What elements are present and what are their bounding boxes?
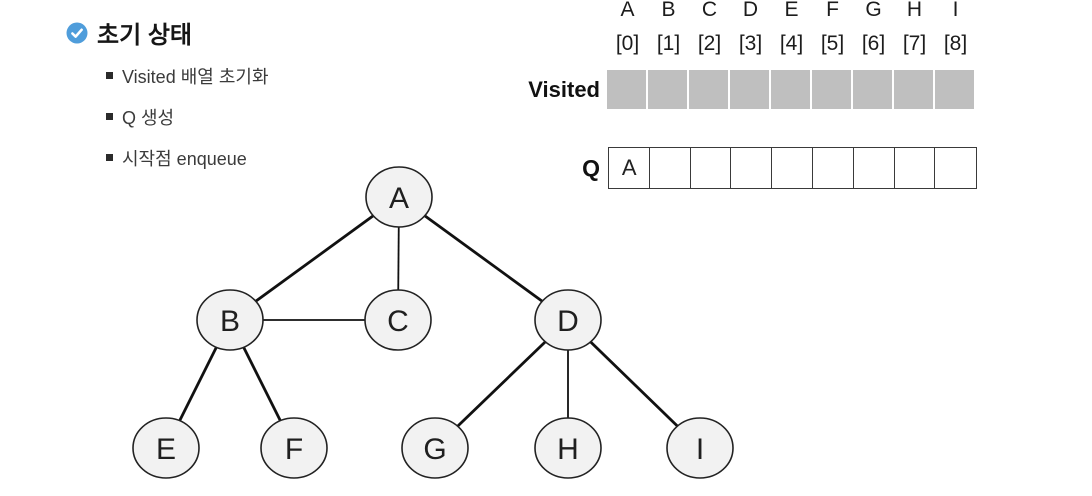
graph-node-label-i: I (696, 433, 704, 466)
check-circle-icon (66, 22, 88, 43)
graph-node-a (365, 166, 433, 228)
array-index-label: [5] (820, 32, 845, 55)
slide-title-row: 초기 상태 (66, 15, 192, 50)
graph-node-label-e: E (156, 433, 176, 466)
array-index-label: [7] (902, 32, 927, 55)
graph-node-d (534, 289, 602, 351)
array-index-header-row: [0] [1] [2] [3] [4] [5] [6] [7] [8] (607, 33, 976, 55)
bullet-text: 시작점 enqueue (122, 148, 247, 169)
graph-node-label-a: A (389, 182, 409, 215)
bullet-item: 시작점 enqueue (106, 147, 269, 169)
visited-cell (935, 70, 974, 109)
graph-node-label-d: D (557, 305, 579, 338)
array-index-label: [2] (697, 32, 722, 55)
graph-node-f (260, 417, 328, 479)
visited-cell (730, 70, 769, 109)
visited-cell (689, 70, 728, 109)
queue-cell-empty (648, 147, 692, 189)
array-index-label: [4] (779, 32, 804, 55)
queue-cell-empty (811, 147, 855, 189)
bullet-text: Q 생성 (122, 107, 175, 128)
graph-node-label-c: C (387, 305, 409, 338)
visited-cell (853, 70, 892, 109)
visited-cell (771, 70, 810, 109)
graph-edge-a-b (229, 195, 400, 322)
array-index-label: [3] (738, 32, 763, 55)
graph-node-b (196, 289, 264, 351)
graph-node-e (132, 417, 200, 479)
queue-label: Q (582, 155, 600, 181)
visited-cell (812, 70, 851, 109)
graph-node-c (364, 289, 432, 351)
visited-array-label: Visited (528, 77, 600, 102)
visited-array-cells (607, 70, 976, 109)
array-letter-label: B (661, 0, 676, 21)
page-title: 초기 상태 (97, 22, 192, 49)
queue-cell-empty (689, 147, 732, 189)
graph-node-label-f: F (285, 433, 303, 466)
array-letter-label: D (742, 0, 759, 21)
array-letter-header-row: A B C D E F G H I (607, 0, 976, 21)
array-letter-label: I (952, 0, 959, 21)
graph-node-label-h: H (557, 433, 579, 466)
array-letter-label: A (620, 0, 635, 21)
queue-cell-empty (730, 147, 773, 189)
visited-cell (894, 70, 933, 109)
array-letter-label: F (826, 0, 839, 21)
square-bullet-icon (106, 113, 113, 120)
graph-node-h (534, 417, 602, 479)
graph-node-g (401, 417, 469, 479)
array-index-label: [1] (656, 32, 681, 55)
bullet-text: Visited 배열 초기화 (122, 66, 269, 87)
array-index-label: [6] (861, 32, 886, 55)
graph-node-label-b: B (220, 305, 240, 338)
queue-cell-filled: A (608, 147, 651, 189)
visited-cell (607, 70, 646, 109)
bullet-item: Visited 배열 초기화 (106, 65, 269, 87)
square-bullet-icon (106, 154, 113, 161)
array-index-label: [8] (943, 32, 968, 55)
queue-cells: A (608, 147, 977, 189)
graph-node-label-g: G (423, 433, 446, 466)
graph-edge-a-d (398, 195, 569, 322)
array-letter-label: H (906, 0, 923, 21)
array-letter-label: G (865, 0, 882, 21)
array-letter-label: C (701, 0, 718, 21)
square-bullet-icon (106, 72, 113, 79)
graph-node-i (666, 417, 734, 479)
queue-cell-empty (934, 147, 977, 189)
array-index-label: [0] (615, 32, 640, 55)
array-letter-label: E (784, 0, 799, 21)
queue-cell-empty (893, 147, 936, 189)
bullet-item: Q 생성 (106, 106, 269, 128)
visited-cell (648, 70, 687, 109)
